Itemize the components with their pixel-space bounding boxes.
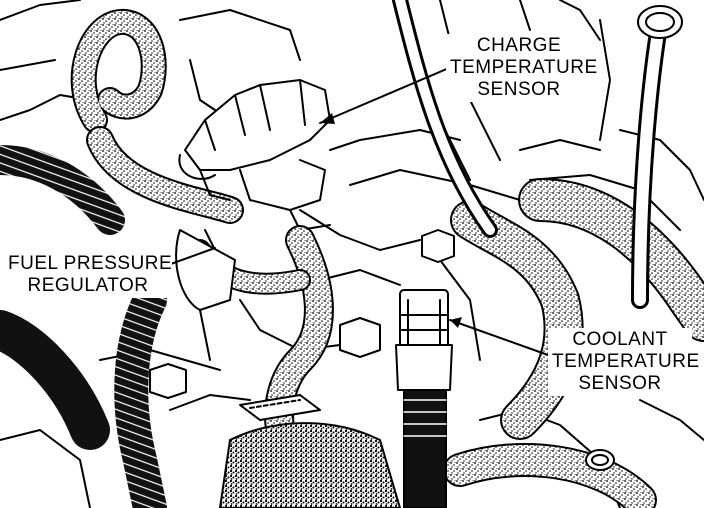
charge-temperature-sensor-body xyxy=(178,79,331,231)
label-line: FUEL PRESSURE xyxy=(8,253,173,274)
wire-loom-left xyxy=(0,145,125,235)
label-line: SENSOR xyxy=(578,373,662,394)
label-line: SENSOR xyxy=(477,79,561,100)
label-line: TEMPERATURE xyxy=(450,57,598,78)
hex-bolt-3 xyxy=(421,229,455,263)
hex-bolt-1 xyxy=(339,317,381,358)
fuel-pressure-regulator-label: FUEL PRESSURE REGULATOR xyxy=(4,252,172,298)
label-line: REGULATOR xyxy=(27,275,149,296)
label-line: COOLANT xyxy=(572,329,668,350)
coolant-temperature-sensor-label: COOLANT TEMPERATURE SENSOR xyxy=(548,328,700,396)
hex-bolt-2 xyxy=(149,363,187,399)
label-line: TEMPERATURE xyxy=(552,351,700,372)
label-line: CHARGE xyxy=(476,35,562,56)
leader-lines xyxy=(167,61,549,356)
coolant-temperature-sensor-body xyxy=(395,289,453,508)
charge-temperature-sensor-label: CHARGE TEMPERATURE SENSOR xyxy=(446,34,598,102)
